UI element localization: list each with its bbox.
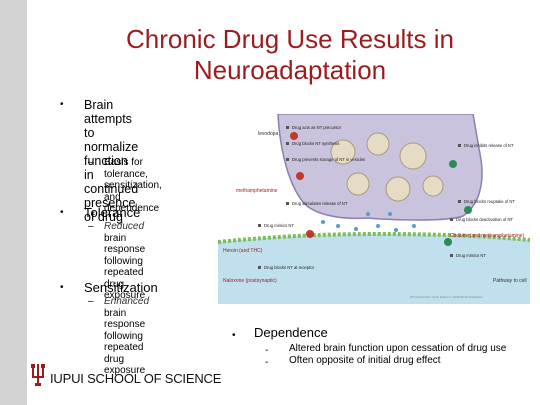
step-label: Drug mimics NT (456, 253, 486, 258)
subbullet-line: exposure (104, 290, 146, 301)
emphasis-enhanced: Enhanced (104, 296, 150, 307)
subbullet-line: sensitization, and (104, 180, 162, 203)
step-label: Drug inhibits release of NT (464, 143, 514, 148)
synapse-diagram: levodopa methamphetamine Heroin (and THC… (218, 114, 530, 304)
subbullet-line: Basis for tolerance, (104, 157, 148, 180)
drug-markers (290, 132, 472, 246)
label-naloxone: Naloxone (postsynaptic) (223, 278, 277, 284)
slide-title: Chronic Drug Use Results in Neuroadaptat… (30, 24, 540, 86)
iu-trident-icon (31, 364, 45, 386)
step-label: Drug blocks reuptake of NT (464, 199, 515, 204)
bullet-line: of drug (84, 210, 123, 224)
step-label: Drug acts as NT precursor (292, 125, 342, 130)
vesicle (422, 175, 444, 197)
emphasis-reduced: Reduced (104, 221, 145, 232)
subbullet-line: repeated drug (104, 342, 144, 365)
step-label: Drug stimulates release of NT (292, 201, 348, 206)
title-line-1: Chronic Drug Use Results in (125, 24, 454, 54)
step-label: Drug prevents storage of NT in vesicles (292, 157, 365, 162)
figure-credit: PSYCHOLOGY, Sixth Edition © 2008 Worth P… (410, 295, 484, 299)
dependence-item: -Altered brain function upon cessation o… (265, 343, 507, 356)
postsynaptic-cell (218, 234, 530, 304)
title-line-2: Neuroadaptation (193, 55, 387, 85)
vesicle (346, 172, 370, 196)
vesicle (399, 142, 427, 170)
tolerance-heading: Tolerance (84, 205, 141, 220)
neurotransmitter-dots (321, 212, 416, 232)
sensitization-heading: Sensitization (84, 280, 158, 295)
subbullet-line: repeated drug (104, 267, 144, 290)
label-levodopa: levodopa (258, 131, 279, 137)
subbullet-line: response following (104, 244, 146, 267)
label-pathway: Pathway to cell (493, 278, 527, 284)
dependence-item: -Often opposite of initial drug effect (265, 355, 441, 368)
step-label: Drug mimics NT (264, 223, 294, 228)
bullet-line: normalize function in (84, 140, 139, 182)
left-rail (0, 0, 27, 405)
dependence-list: -Altered brain function upon cessation o… (265, 343, 507, 368)
step-label: Drug blocks NT at receptor (264, 265, 315, 270)
dependence-heading: Dependence (254, 325, 328, 340)
subbullet-line: response following (104, 319, 146, 342)
label-heroin: Heroin (and THC) (223, 248, 263, 254)
label-cocaine: Cocaine (and methamphetamine) (450, 233, 525, 239)
subbullet-line: dependence (104, 203, 160, 214)
school-logo-text: IUPUI SCHOOL OF SCIENCE (50, 371, 222, 386)
vesicle (366, 132, 390, 156)
receptor-membrane (218, 231, 530, 244)
vesicle (330, 139, 356, 165)
bullet-dot: • (60, 99, 64, 110)
bullet-line: continued presence (84, 182, 139, 210)
step-label: Drug blocks NT synthesis (292, 141, 339, 146)
bullet-dot: • (232, 330, 236, 341)
label-methamphetamine: methamphetamine (236, 188, 278, 194)
bullet-line: Brain attempts to (84, 98, 132, 140)
step-label: Drug blocks deactivation of NT (456, 217, 513, 222)
subbullet-line: exposure (104, 365, 146, 376)
vesicle (385, 176, 411, 202)
